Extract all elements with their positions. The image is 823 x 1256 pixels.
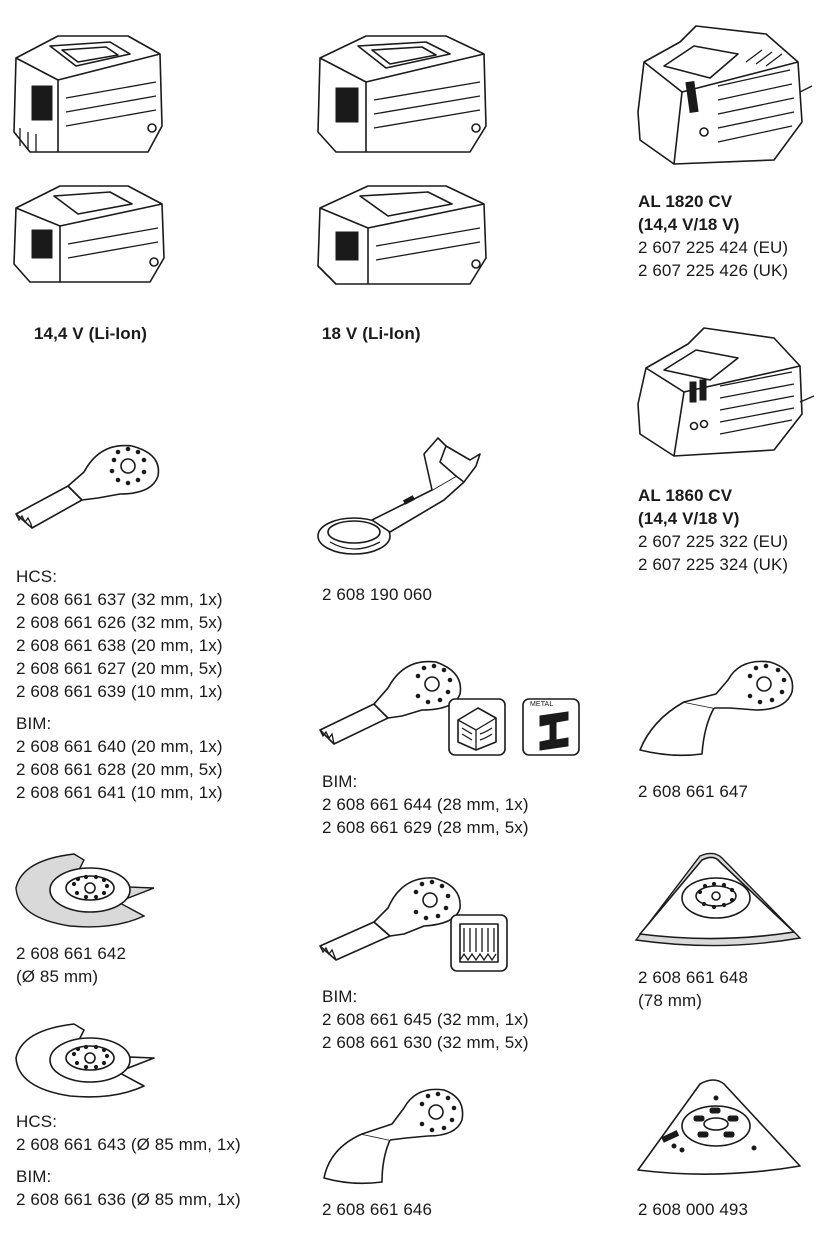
segment-saw-blade-icon: [15, 1023, 155, 1098]
fine-blade-code: 2 608 661 630 (32 mm, 5x): [322, 1033, 529, 1052]
charger-al1820cv-name: AL 1820 CV: [638, 192, 733, 211]
plunge-blade-hcs-code: 2 608 661 638 (20 mm, 1x): [16, 636, 223, 655]
fine-blade-header: BIM:: [322, 987, 358, 1006]
flexible-scraper-icon: [323, 1088, 464, 1185]
segment-saw-bim-header: BIM:: [16, 1167, 52, 1186]
delta-sanding-plate-icon: [637, 1079, 801, 1175]
plunge-blade-hcs-code: 2 608 661 627 (20 mm, 5x): [16, 659, 223, 678]
wood-metal-blade-code: 2 608 661 644 (28 mm, 1x): [322, 795, 529, 814]
fine-blade-code: 2 608 661 645 (32 mm, 1x): [322, 1010, 529, 1029]
charger-al1860cv-name: AL 1860 CV: [638, 486, 733, 505]
plunge-blade-bim-header: BIM:: [16, 714, 52, 733]
fine-material-icon: [450, 914, 508, 972]
battery-14v-compact-icon: [13, 185, 165, 283]
plunge-blade-hcs-code: 2 608 661 639 (10 mm, 1x): [16, 682, 223, 701]
plunge-blade-hcs-code: 2 608 661 637 (32 mm, 1x): [16, 590, 223, 609]
fine-cut-blade-icon: [319, 877, 461, 961]
battery-14v-large-icon: [13, 35, 163, 153]
wood-metal-blade-header: BIM:: [322, 772, 358, 791]
metal-tag-label: METAL: [530, 701, 554, 708]
wood-metal-blade-code: 2 608 661 629 (28 mm, 5x): [322, 818, 529, 837]
plunge-blade-hcs-header: HCS:: [16, 567, 58, 586]
carbide-segment-saw-size: (Ø 85 mm): [16, 967, 99, 986]
battery-18v-large-icon: [317, 35, 487, 153]
delta-grinding-plate-size: (78 mm): [638, 991, 702, 1010]
charger-al1860cv-code-uk: 2 607 225 324 (UK): [638, 555, 789, 574]
battery-18v-compact-icon: [317, 185, 487, 285]
segment-saw-hcs-header: HCS:: [16, 1112, 58, 1131]
wood-material-icon: [448, 698, 506, 756]
segment-saw-bim-code: 2 608 661 636 (Ø 85 mm, 1x): [16, 1190, 241, 1209]
charger-al1820cv-icon: [637, 25, 813, 165]
delta-grinding-plate-code: 2 608 661 648: [638, 968, 749, 987]
segment-saw-hcs-code: 2 608 661 643 (Ø 85 mm, 1x): [16, 1135, 241, 1154]
delta-grinding-plate-icon: [634, 852, 802, 947]
metal-material-icon: [522, 698, 580, 756]
plunge-cut-blade-icon: [15, 444, 160, 529]
charger-al1820cv-text: AL 1820 CV (14,4 V/18 V) 2 607 225 424 (…: [638, 190, 788, 282]
charger-al1820cv-code-eu: 2 607 225 424 (EU): [638, 238, 789, 257]
plunge-blade-bim-code: 2 608 661 640 (20 mm, 1x): [16, 737, 223, 756]
charger-al1820cv-code-uk: 2 607 225 426 (UK): [638, 261, 789, 280]
flexible-scraper-code: 2 608 661 646: [322, 1200, 433, 1219]
charger-al1860cv-code-eu: 2 607 225 322 (EU): [638, 532, 789, 551]
battery-18v-label: 18 V (Li-Ion): [322, 324, 421, 343]
extraction-device-code: 2 608 190 060: [322, 585, 433, 604]
delta-grinding-plate-text: 2 608 661 648 (78 mm): [638, 966, 748, 1012]
wood-metal-blade-icon: [319, 660, 462, 745]
fine-blade-codes: BIM: 2 608 661 645 (32 mm, 1x) 2 608 661…: [322, 985, 529, 1054]
plunge-blade-bim-code: 2 608 661 628 (20 mm, 5x): [16, 760, 223, 779]
segment-saw-codes: HCS: 2 608 661 643 (Ø 85 mm, 1x) BIM: 2 …: [16, 1110, 241, 1211]
plunge-blade-bim-code: 2 608 661 641 (10 mm, 1x): [16, 783, 223, 802]
charger-al1860cv-icon: [637, 327, 815, 457]
charger-al1860cv-text: AL 1860 CV (14,4 V/18 V) 2 607 225 322 (…: [638, 484, 788, 576]
dust-extraction-adapter-icon: [317, 437, 481, 555]
charger-al1820cv-voltage: (14,4 V/18 V): [638, 215, 740, 234]
charger-al1860cv-voltage: (14,4 V/18 V): [638, 509, 740, 528]
rigid-scraper-code: 2 608 661 647: [638, 782, 749, 801]
plunge-blade-codes: HCS: 2 608 661 637 (32 mm, 1x) 2 608 661…: [16, 565, 223, 804]
battery-14v-label: 14,4 V (Li-Ion): [34, 324, 147, 343]
rigid-scraper-icon: [639, 660, 794, 757]
carbide-segment-saw-code: 2 608 661 642: [16, 944, 127, 963]
carbide-segment-saw-blade-icon: [15, 853, 155, 928]
plunge-blade-hcs-code: 2 608 661 626 (32 mm, 5x): [16, 613, 223, 632]
delta-sanding-plate-code: 2 608 000 493: [638, 1200, 749, 1219]
wood-metal-blade-codes: BIM: 2 608 661 644 (28 mm, 1x) 2 608 661…: [322, 770, 529, 839]
carbide-segment-saw-text: 2 608 661 642 (Ø 85 mm): [16, 942, 126, 988]
